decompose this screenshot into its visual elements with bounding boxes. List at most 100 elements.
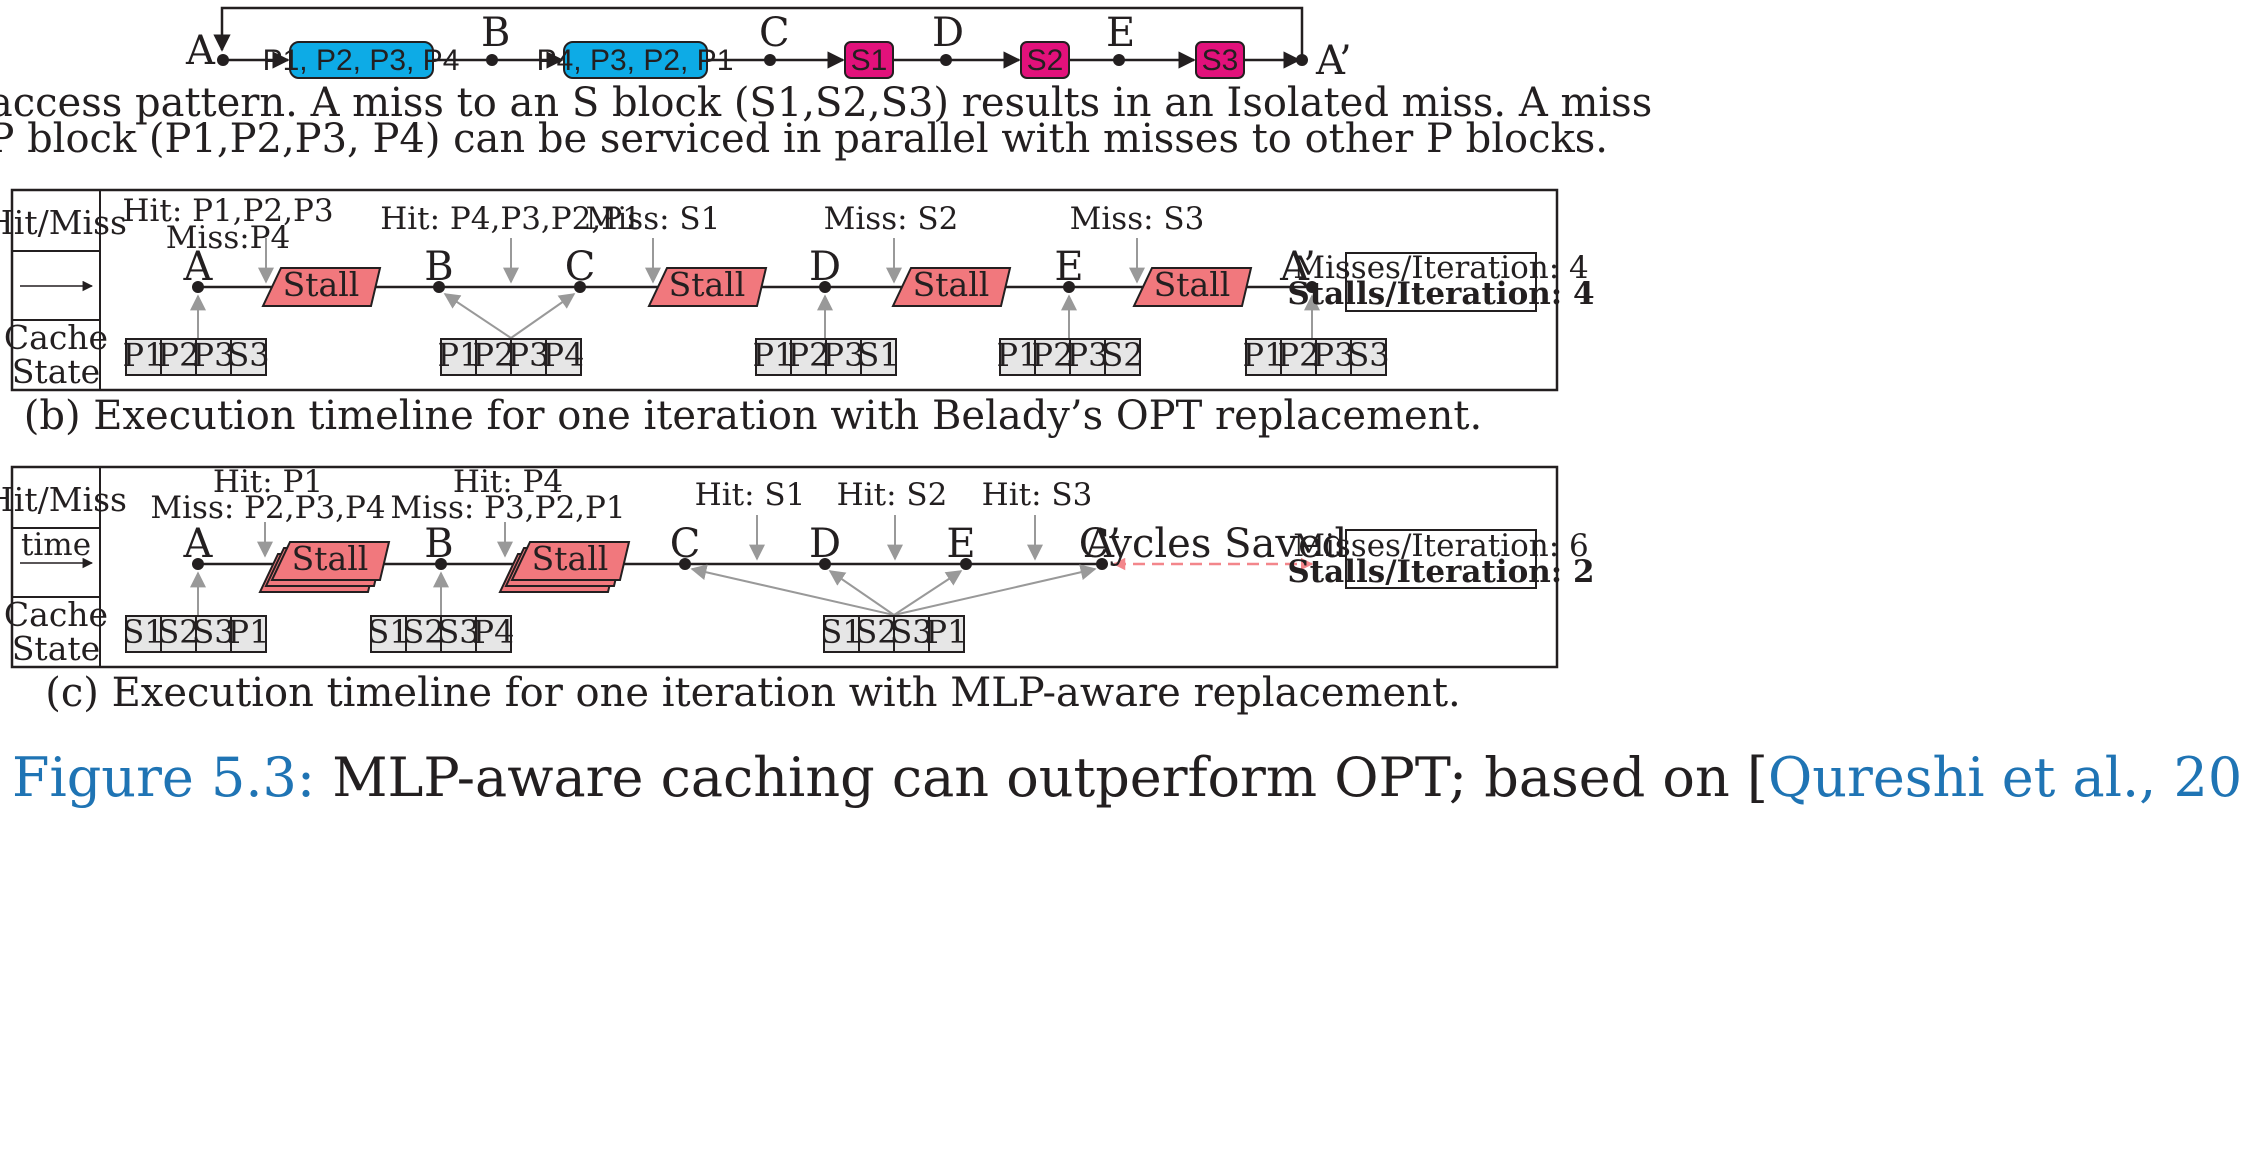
row-label-state: State (12, 352, 100, 391)
annotation-hit-p1: Hit: P1 (213, 464, 323, 500)
cache-cell-label: P3 (1313, 336, 1355, 374)
stall-2 (647, 267, 768, 307)
row-label-hit-miss-c: Hit/Miss (0, 480, 127, 519)
cache-cell (510, 338, 547, 376)
point-a: A (185, 28, 216, 74)
cache-cell-label: P2 (1278, 336, 1320, 374)
cache-cell (160, 615, 197, 653)
cache-cell (1034, 338, 1071, 376)
cache-cell-label: S1 (820, 613, 862, 651)
annotation-miss-s2: Miss: S2 (824, 201, 959, 237)
access-pattern: A B C D E A’ P1, P2, P3, P4 P4, P3, P2, … (0, 6, 1652, 162)
svg-text:P1, P2, P3, P4: P1, P2, P3, P4 (263, 44, 460, 77)
annotation-miss-s1: Miss: S1 (586, 201, 721, 237)
svg-text:B: B (424, 244, 453, 290)
misses-per-iteration-b: Misses/Iteration: 4 (1293, 250, 1589, 286)
point-d: D (932, 10, 964, 56)
cache-cell-label: P1 (997, 336, 1039, 374)
figure-caption-text: MLP-aware caching can outperform OPT; ba… (315, 746, 1768, 809)
p-block-reverse (563, 41, 708, 79)
svg-text:S1: S1 (851, 44, 888, 77)
svg-text:S2: S2 (1027, 44, 1064, 77)
cache-cell-label: P4 (473, 613, 515, 651)
cache-cell-label: P1 (926, 613, 968, 651)
cache-cell-label: P1 (228, 613, 270, 651)
cache-cell-label: P3 (193, 336, 235, 374)
cache-cell-label: P1 (1243, 336, 1285, 374)
cache-cell-label: P4 (543, 336, 585, 374)
svg-text:Stall: Stall (532, 539, 609, 578)
cache-cell (475, 615, 512, 653)
s-block-3 (1195, 41, 1245, 79)
s-block-1 (844, 41, 894, 79)
svg-text:Stall: Stall (1154, 265, 1231, 304)
cache-cell-label: P3 (1067, 336, 1109, 374)
annotation-hit-p4-p3-p2-p1: Hit: P4,P3,P2,P1 (380, 201, 642, 237)
citation-link[interactable]: Qureshi et al., 2006 (1768, 746, 2242, 809)
stall-stack-2: Stall (498, 539, 631, 593)
cache-cell-label: S2 (855, 613, 897, 651)
row-label-time: time (21, 527, 91, 563)
point-c: C (759, 10, 790, 56)
svg-text:A: A (183, 244, 214, 290)
cache-cell (893, 615, 930, 653)
stall-4 (1132, 267, 1253, 307)
svg-text:Stall: Stall (292, 539, 369, 578)
point-e: E (1106, 10, 1135, 56)
stats-box-c (1345, 529, 1537, 589)
cache-cell-label: S2 (157, 613, 199, 651)
cache-cell (475, 338, 512, 376)
caption-a-line1: (a) An access pattern. A miss to an S bl… (0, 80, 1652, 126)
timeline-b-frame (10, 188, 1559, 392)
cache-cell-label: P1 (123, 336, 165, 374)
cache-cell-label: P2 (1032, 336, 1074, 374)
caption-a-line2: to a P block (P1,P2,P3, P4) can be servi… (0, 116, 1608, 162)
cache-cell-label: S3 (192, 613, 234, 651)
stats-box-b (1345, 252, 1537, 312)
svg-text:Stall: Stall (283, 265, 360, 304)
svg-text:D: D (809, 521, 841, 567)
figure-label: Figure 5.3: (12, 746, 315, 809)
timeline-mlp: Hit/Miss time Cache State Stall Stall A … (0, 464, 1595, 716)
annotation-miss-p3-p2-p1: Miss: P3,P2,P1 (390, 490, 625, 526)
s-block-2 (1020, 41, 1070, 79)
annotation-hit-s3: Hit: S3 (982, 477, 1093, 513)
cache-cell-label: S2 (1101, 336, 1143, 374)
cache-cell (230, 615, 267, 653)
cache-cell-label: S3 (227, 336, 269, 374)
cache-cell-label: P2 (473, 336, 515, 374)
svg-text:A: A (183, 521, 214, 567)
annotation-miss-s3: Miss: S3 (1070, 201, 1205, 237)
svg-text:A’: A’ (1279, 244, 1316, 290)
cache-cell-label: P3 (508, 336, 550, 374)
point-a-prime: A’ (1315, 38, 1352, 84)
cycles-saved-label: Cycles Saved (1079, 521, 1347, 567)
cache-cell (230, 338, 267, 376)
annotation-hit-s2: Hit: S2 (837, 477, 948, 513)
cache-cell-label: S2 (402, 613, 444, 651)
cache-cell (125, 338, 162, 376)
timeline-opt: Hit/Miss Cache State Stall Stall Stall S… (0, 188, 1595, 439)
caption-b: (b) Execution timeline for one iteration… (24, 393, 1482, 439)
svg-text:Stall: Stall (913, 265, 990, 304)
cache-cell (1104, 338, 1141, 376)
svg-text:C: C (670, 521, 701, 567)
svg-text:S3: S3 (1202, 44, 1239, 77)
stalls-per-iteration-c: Stalls/Iteration: 2 (1287, 554, 1594, 590)
cache-cell-label: S3 (890, 613, 932, 651)
p-block-forward (289, 41, 434, 79)
stall-3 (891, 267, 1012, 307)
cache-cell-label: P1 (753, 336, 795, 374)
svg-text:E: E (1054, 244, 1083, 290)
timeline-c-frame (10, 465, 1559, 669)
cache-cell (545, 338, 582, 376)
cache-cell-label: S1 (122, 613, 164, 651)
row-label-cache-c: Cache (4, 595, 108, 634)
